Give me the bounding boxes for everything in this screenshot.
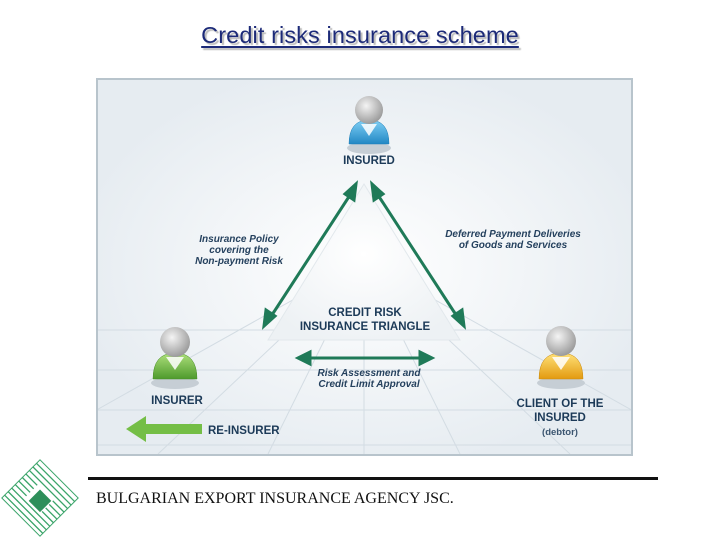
slide-title: Credit risks insurance scheme [201,22,519,48]
client-label-line2: INSURED [534,412,586,424]
client-sub-label: (debtor) [542,427,578,438]
right-double-arrow [370,180,466,330]
client-label-line1: CLIENT OF THE [517,398,604,410]
left-edge-label-line3: Non-payment Risk [195,256,283,267]
insured-person-icon [347,96,391,154]
footer-divider [88,477,658,480]
insured-label: INSURED [343,155,395,167]
bottom-double-arrow [294,349,436,367]
credit-risk-diagram: INSURED INSURER CLIENT OF THE INSURED (d… [98,80,631,454]
left-edge-label-line2: covering the [209,245,269,256]
center-triangle [267,183,461,341]
right-edge-label-line1: Deferred Payment Deliveries [445,229,581,240]
left-edge-label-line1: Insurance Policy [199,234,279,245]
bottom-edge-label-line2: Credit Limit Approval [318,379,420,390]
company-logo [1,459,79,537]
insurer-person-icon [151,327,199,389]
reinsurer-label: RE-INSURER [208,425,280,437]
client-person-icon [537,326,585,389]
insurer-label: INSURER [151,395,203,407]
reinsurer-left-arrow-icon [126,416,202,442]
bottom-edge-label-line1: Risk Assessment and [317,368,421,379]
center-label-line1: CREDIT RISK [328,307,402,319]
logo-striped-diamond [1,459,79,537]
right-edge-label-line2: of Goods and Services [459,240,568,251]
left-double-arrow [262,180,358,330]
center-label-line2: INSURANCE TRIANGLE [300,321,431,333]
diagram-panel: INSURED INSURER CLIENT OF THE INSURED (d… [96,78,633,456]
company-name: BULGARIAN EXPORT INSURANCE AGENCY JSC. [96,490,454,507]
